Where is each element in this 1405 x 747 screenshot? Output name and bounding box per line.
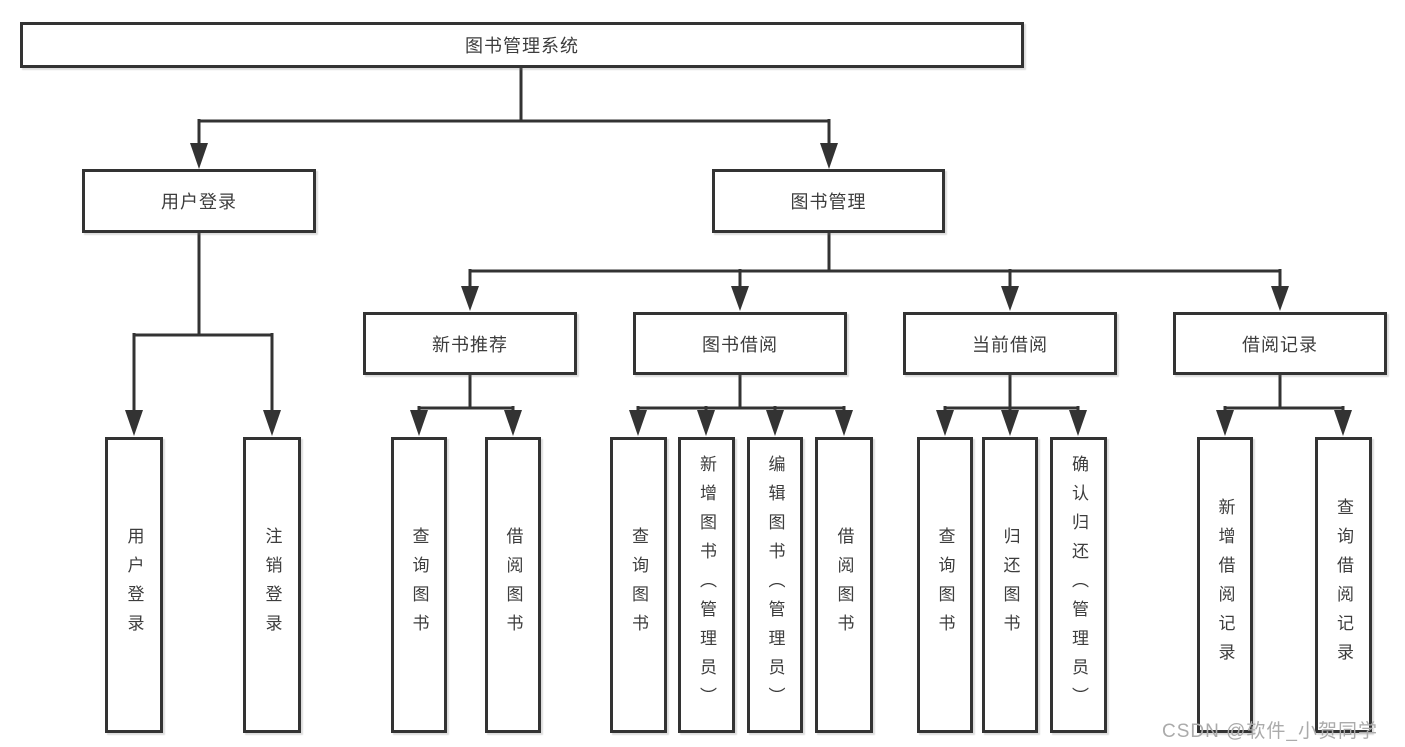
leaf-borrow-books-label: 借阅图书 [834,527,854,643]
leaf-borrow-query-books: 查询图书 [610,437,667,733]
node-root-system: 图书管理系统 [20,22,1024,68]
node-new-book-recommend: 新书推荐 [363,312,577,375]
leaf-recommend-query-books: 查询图书 [391,437,447,733]
leaf-recommend-borrow-books: 借阅图书 [485,437,541,733]
node-borrow-records: 借阅记录 [1173,312,1387,375]
leaf-confirm-return-admin-label: 确认归还（管理员） [1069,454,1088,716]
leaf-user-login: 用户登录 [105,437,163,733]
leaf-add-books-admin-label: 新增图书（管理员） [697,454,716,716]
csdn-watermark: CSDN @软件_小贺同学 [1162,721,1378,742]
node-book-borrow-label: 图书借阅 [702,334,778,355]
leaf-return-books-label: 归还图书 [1000,527,1020,643]
node-new-book-recommend-label: 新书推荐 [432,334,508,355]
node-user-login-label: 用户登录 [161,192,237,212]
leaf-logout: 注销登录 [243,437,301,733]
leaf-add-borrow-record: 新增借阅记录 [1197,437,1253,733]
node-current-borrow-label: 当前借阅 [972,334,1048,355]
leaf-confirm-return-admin: 确认归还（管理员） [1050,437,1107,733]
leaf-user-login-label: 用户登录 [124,527,144,643]
node-user-login: 用户登录 [82,169,316,233]
leaf-borrow-query-books-label: 查询图书 [629,527,648,643]
node-borrow-records-label: 借阅记录 [1242,334,1318,355]
leaf-logout-label: 注销登录 [262,527,282,643]
leaf-add-books-admin: 新增图书（管理员） [678,437,735,733]
node-book-management-label: 图书管理 [790,192,867,212]
node-current-borrow: 当前借阅 [903,312,1117,375]
leaf-current-query-books: 查询图书 [917,437,973,733]
node-root-system-label: 图书管理系统 [465,36,579,56]
node-book-borrow: 图书借阅 [633,312,847,375]
leaf-recommend-query-books-label: 查询图书 [409,527,429,643]
leaf-query-borrow-record-label: 查询借阅记录 [1334,498,1353,672]
node-book-management: 图书管理 [712,169,945,233]
leaf-recommend-borrow-books-label: 借阅图书 [503,527,523,643]
leaf-current-query-books-label: 查询图书 [935,527,955,643]
leaf-borrow-books: 借阅图书 [815,437,873,733]
leaf-edit-books-admin-label: 编辑图书（管理员） [765,454,785,716]
leaf-return-books: 归还图书 [982,437,1038,733]
leaf-query-borrow-record: 查询借阅记录 [1315,437,1372,733]
leaf-add-borrow-record-label: 新增借阅记录 [1215,498,1235,672]
leaf-edit-books-admin: 编辑图书（管理员） [747,437,803,733]
